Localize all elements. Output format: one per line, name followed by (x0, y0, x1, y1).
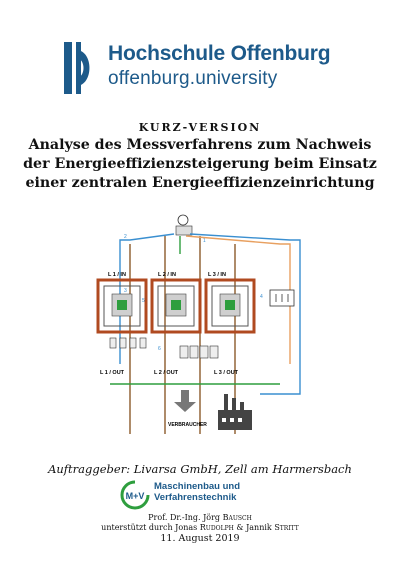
mv-line-1: Maschinenbau und (154, 481, 241, 492)
input-label-l2: L 2 / IN (158, 272, 176, 278)
meter-box-icon (175, 225, 193, 236)
input-label-l1: L 1 / IN (108, 272, 126, 278)
arrow-down-icon (181, 390, 189, 402)
callout-3: 3 (124, 288, 127, 294)
callout-5: 5 (142, 298, 145, 304)
mv-line-2: Verfahrenstechnik (154, 492, 237, 503)
breaker-row (109, 337, 219, 359)
prof-prefix: Prof. Dr.-Ing. Jörg (148, 513, 221, 522)
document-title: Analyse des Messverfahrens zum Nachweis … (20, 136, 380, 193)
title-line-2: der Energieeffizienzsteigerung beim Eins… (23, 156, 377, 172)
consumer-label: VERBRAUCHER (168, 422, 207, 428)
student-name-1: Rudolph (199, 523, 234, 532)
callout-6: 6 (158, 346, 161, 352)
title-line-3: einer zentralen Energieeffizienzeinricht… (25, 175, 375, 191)
callout-4: 4 (260, 294, 263, 300)
transformer-l3 (204, 278, 256, 334)
transformer-l1 (96, 278, 148, 334)
output-label-l3: L 3 / OUT (214, 370, 239, 376)
client-line: Auftraggeber: Livarsa GmbH, Zell am Harm… (48, 462, 352, 476)
logo-subtitle: offenburg.university (108, 68, 278, 89)
credits-ampersand: & (236, 523, 244, 532)
support-prefix: unterstützt durch Jonas (101, 523, 198, 532)
mv-logo-mark-icon: M+V (120, 480, 150, 510)
output-label-l1: L 1 / OUT (100, 370, 125, 376)
university-logo: Hochschule Offenburg offenburg.universit… (64, 40, 344, 96)
input-label-l3: L 3 / IN (208, 272, 226, 278)
university-logo-mark-icon (64, 42, 90, 94)
document-date: 11. August 2019 (160, 533, 240, 544)
logo-title: Hochschule Offenburg (108, 42, 331, 65)
student-name-2: Stritt (274, 523, 299, 532)
output-label-l2: L 2 / OUT (154, 370, 179, 376)
factory-icon (218, 394, 252, 430)
callout-1: 1 (203, 238, 206, 244)
title-line-1: Analyse des Messverfahrens zum Nachweis (28, 137, 372, 153)
meter-icon (177, 214, 189, 226)
prof-name: Bausch (222, 513, 252, 522)
kurz-version-label: KURZ-VERSION (138, 121, 262, 134)
transformer-l2 (150, 278, 202, 334)
circuit-diagram: 1 2 L 1 / IN L 2 / IN L 3 / IN 3 5 (96, 214, 301, 434)
mv-logo-text: M+V (126, 491, 145, 501)
student-first-name-2: Jannik (246, 523, 272, 532)
mv-logo: M+V Maschinenbau und Verfahrenstechnik (120, 480, 290, 510)
credits: Prof. Dr.-Ing. Jörg Bausch unterstützt d… (0, 513, 400, 533)
callout-2: 2 (124, 234, 127, 240)
